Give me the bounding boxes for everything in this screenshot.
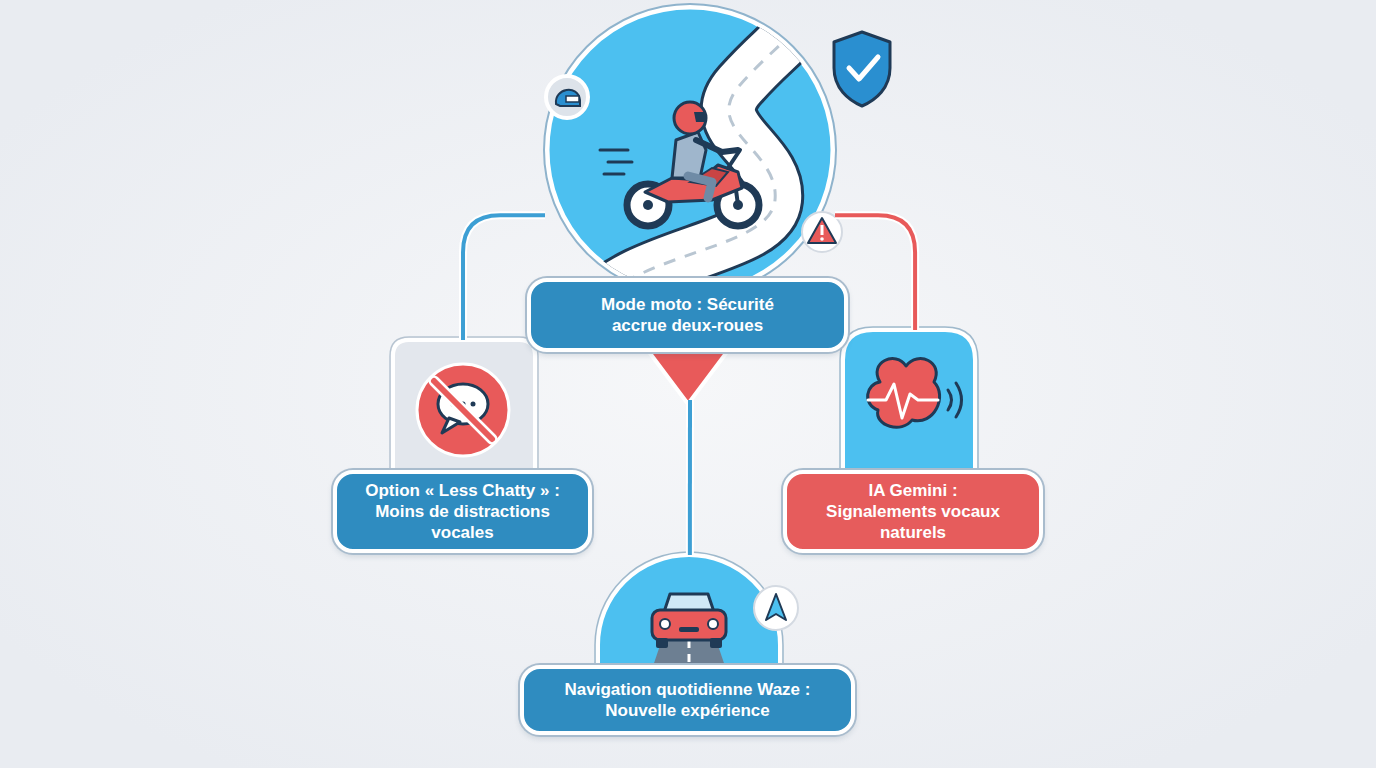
car-dome-part <box>710 638 722 648</box>
moto-illustration-part <box>674 102 706 134</box>
moto-illustration-part <box>694 112 706 122</box>
navigation-badge <box>754 586 798 630</box>
moto-illustration <box>544 4 836 310</box>
left-tab-part <box>417 364 509 456</box>
moto-illustration-part-part <box>590 5 805 310</box>
shield-icon-part <box>849 57 878 79</box>
car-dome-part <box>660 619 670 629</box>
left-tab-part <box>393 340 535 490</box>
right-tab-part <box>868 384 938 418</box>
node-label: IA Gemini : Signalements vocaux naturels <box>818 480 1008 544</box>
moto-illustration-part <box>688 176 712 198</box>
shield-icon <box>834 32 890 106</box>
node-label: Navigation quotidienne Waze : Nouvelle e… <box>548 679 828 722</box>
car-dome-part <box>652 610 726 640</box>
label-pill: IA Gemini : Signalements vocaux naturels <box>783 470 1043 553</box>
moto-illustration-part <box>600 149 628 152</box>
helmet-badge-part <box>556 90 580 106</box>
right-tab <box>840 327 978 490</box>
car-dome-part <box>650 598 728 675</box>
label-pill: Mode moto : Sécurité accrue deux-roues <box>527 278 848 352</box>
left-tab-part <box>390 337 538 490</box>
right-tab-part <box>840 327 978 490</box>
moto-illustration-part <box>736 190 738 205</box>
helmet-badge-part <box>566 96 579 102</box>
moto-illustration-part <box>696 140 738 152</box>
right-tab-part <box>843 330 975 490</box>
less-chatty-node: Option « Less Chatty » : Moins de distra… <box>333 340 592 553</box>
right-tab-part <box>868 359 940 428</box>
left-tab-part <box>471 402 476 407</box>
label-pill: Option « Less Chatty » : Moins de distra… <box>333 470 592 553</box>
label-pill: Navigation quotidienne Waze : Nouvelle e… <box>520 665 855 735</box>
helmet-badge <box>546 76 588 118</box>
moto-illustration-part <box>604 173 624 176</box>
helmet-badge-part <box>546 76 588 118</box>
warning-badge-part <box>821 225 824 235</box>
left-tab-part <box>442 418 460 433</box>
shield-icon-part <box>834 32 890 106</box>
moto-illustration-part-part <box>590 5 805 310</box>
car-dome-part <box>679 627 699 632</box>
node-label: Option « Less Chatty » : Moins de distra… <box>358 480 568 544</box>
left-tab-part <box>434 381 492 439</box>
left-tab <box>390 337 538 490</box>
moto-illustration-part <box>643 200 653 210</box>
connector-outline <box>686 400 694 555</box>
car-dome-part <box>598 555 780 675</box>
navigation-badge-part <box>766 594 786 620</box>
left-tab-part <box>434 381 492 439</box>
waze-navigation-node: Navigation quotidienne Waze : Nouvelle e… <box>520 555 855 735</box>
connector-line <box>689 400 690 555</box>
right-tab-part <box>956 383 962 417</box>
right-tab-part <box>948 390 952 410</box>
warning-badge-part <box>808 218 836 243</box>
warning-badge-part <box>820 237 824 241</box>
moto-illustration-part <box>608 161 632 164</box>
node-label: Mode moto : Sécurité accrue deux-roues <box>573 294 803 337</box>
gemini-node: IA Gemini : Signalements vocaux naturels <box>783 330 1043 553</box>
car-dome-part <box>708 619 718 629</box>
connector-stroke <box>688 400 692 555</box>
moto-illustration-part <box>672 132 706 178</box>
car-dome-part <box>656 638 668 648</box>
moto-mode-node: Mode moto : Sécurité accrue deux-roues <box>545 5 835 400</box>
moto-illustration-part <box>590 5 805 310</box>
moto-illustration-part-part <box>590 5 805 310</box>
navigation-badge-part <box>754 586 798 630</box>
